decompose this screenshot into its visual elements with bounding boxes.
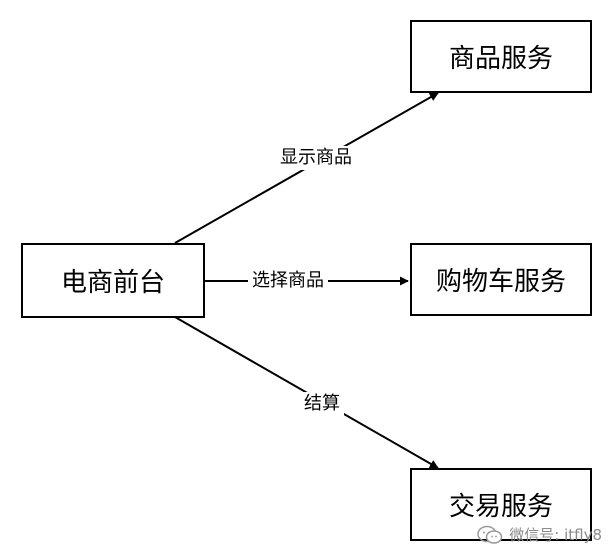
- edge-label-select-products: 选择商品: [248, 269, 328, 293]
- watermark: 微信号: itfly8: [477, 524, 602, 545]
- edge-label-checkout: 结算: [300, 392, 344, 416]
- node-cart-service: 购物车服务: [410, 243, 592, 316]
- watermark-text: 微信号: itfly8: [509, 526, 602, 544]
- node-product-service: 商品服务: [410, 20, 592, 93]
- node-trade-service: 交易服务: [410, 468, 592, 541]
- edge-label-show-products: 显示商品: [276, 146, 356, 170]
- wechat-icon: [477, 525, 503, 544]
- node-frontend: 电商前台: [21, 243, 205, 318]
